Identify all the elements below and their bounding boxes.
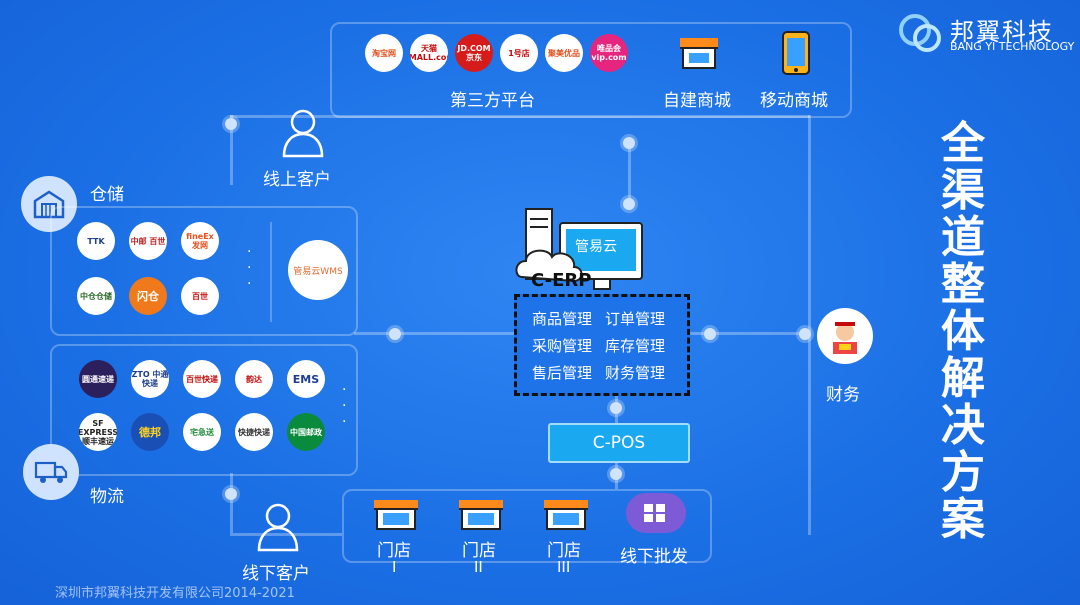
- connector-dot: [610, 402, 622, 414]
- store-2-number: II: [474, 558, 483, 576]
- store-icon: [374, 500, 418, 530]
- connector-dot: [623, 137, 635, 149]
- jd-logo: JD.COM 京东: [455, 34, 493, 72]
- zhongcang-logo: 中仓仓储: [77, 277, 115, 315]
- store-1-label: 门店: [377, 541, 411, 561]
- store-channel-box: [342, 489, 712, 563]
- warehouse-divider: [270, 222, 272, 322]
- finance-icon: [817, 308, 873, 364]
- warehouse-box: [50, 206, 358, 336]
- erp-item-orders: 订单管理: [605, 310, 666, 328]
- platforms-label: 第三方平台: [450, 91, 535, 111]
- line-erp-to-finance: [686, 332, 808, 335]
- store-icon: [544, 500, 588, 530]
- store-icon: [459, 500, 503, 530]
- bestexpress-logo: 百世快递: [183, 360, 221, 398]
- line-offline-to-stores: [230, 533, 342, 536]
- mobile-mall-label: 移动商城: [760, 91, 828, 111]
- brand-name: 邦翼科技: [950, 18, 1054, 46]
- top-horizontal-line: [230, 115, 810, 118]
- vip-logo: 唯品会 vip.com: [590, 34, 628, 72]
- line-right-vertical: [808, 115, 811, 535]
- tmall-logo: 天猫 TMALL.com: [410, 34, 448, 72]
- brand-subtitle: BANG YI TECHNOLOGY: [950, 40, 1075, 53]
- yhd-logo: 1号店: [500, 34, 538, 72]
- ems-logo: EMS: [287, 360, 325, 398]
- erp-item-goods: 商品管理: [532, 310, 593, 328]
- zhaijisong-logo: 宅急送: [183, 413, 221, 451]
- footer-copyright: 深圳市邦翼科技开发有限公司2014-2021: [55, 586, 295, 601]
- connector-dot: [799, 328, 811, 340]
- connector-dot: [389, 328, 401, 340]
- erp-item-purchase: 采购管理: [532, 337, 593, 355]
- storefront-icon: [680, 38, 718, 69]
- connector-dot: [225, 488, 237, 500]
- yuantong-logo: 圆通速递: [79, 360, 117, 398]
- erp-module-box: [514, 294, 690, 396]
- logistics-label: 物流: [90, 487, 124, 507]
- online-customer-label: 线上客户: [263, 170, 331, 190]
- connector-dot: [225, 118, 237, 130]
- shancang-logo: 闪仓: [129, 277, 167, 315]
- jumei-logo: 聚美优品: [545, 34, 583, 72]
- zhongyou-logo: 中邮 百世: [129, 222, 167, 260]
- offline-customer-icon: [257, 503, 299, 552]
- erp-item-aftersale: 售后管理: [532, 364, 593, 382]
- debang-logo: 德邦: [131, 413, 169, 451]
- wms-logo: 管易云WMS: [288, 240, 348, 300]
- warehouse-more-dots: · · ·: [247, 244, 252, 292]
- top-channel-box: [330, 22, 852, 118]
- online-customer-icon: [282, 109, 324, 158]
- truck-icon: [23, 444, 79, 500]
- erp-item-inventory: 库存管理: [605, 337, 666, 355]
- warehouse-label: 仓储: [90, 185, 124, 205]
- line-top-to-erp: [628, 140, 631, 210]
- finance-label: 财务: [826, 385, 860, 405]
- connector-dot: [704, 328, 716, 340]
- store-3-number: III: [557, 558, 571, 576]
- zto-logo: ZTO 中通快递: [131, 360, 169, 398]
- fineex-logo: fineEx 发网: [181, 222, 219, 260]
- offline-customer-label: 线下客户: [242, 564, 310, 584]
- brand-logo-icon: [899, 14, 941, 52]
- connector-dot: [610, 468, 622, 480]
- erp-cloud-label: C-ERP: [531, 270, 592, 291]
- self-mall-label: 自建商城: [663, 91, 731, 111]
- line-left-to-erp: [354, 332, 514, 335]
- wholesale-icon: [626, 493, 686, 533]
- store-2-label: 门店: [462, 541, 496, 561]
- sf-express-logo: SF EXPRESS 顺丰速运: [79, 413, 117, 451]
- kuaijie-logo: 快捷快递: [235, 413, 273, 451]
- store-3-label: 门店: [547, 541, 581, 561]
- cpos-box: C-POS: [548, 423, 690, 463]
- erp-server-icon: [515, 208, 643, 290]
- erp-item-finance: 财务管理: [605, 364, 666, 382]
- vertical-title: 全渠道整体解决方案: [941, 118, 985, 545]
- yunda-logo: 韵达: [235, 360, 273, 398]
- logistics-more-dots: · · ·: [342, 382, 347, 430]
- ttk-logo: TTK: [77, 222, 115, 260]
- erp-monitor-label: 管易云: [575, 239, 617, 255]
- line-online-customer: [230, 115, 233, 185]
- line-offline-customer: [230, 473, 233, 533]
- warehouse-icon: [21, 176, 77, 232]
- connector-dot: [623, 198, 635, 210]
- taobao-logo: 淘宝网: [365, 34, 403, 72]
- china-post-logo: 中国邮政: [287, 413, 325, 451]
- mobile-phone-icon: [782, 31, 810, 75]
- baishi-logo: 百世: [181, 277, 219, 315]
- wholesale-label: 线下批发: [620, 547, 688, 567]
- store-1-number: I: [392, 558, 397, 576]
- logistics-box: [50, 344, 358, 476]
